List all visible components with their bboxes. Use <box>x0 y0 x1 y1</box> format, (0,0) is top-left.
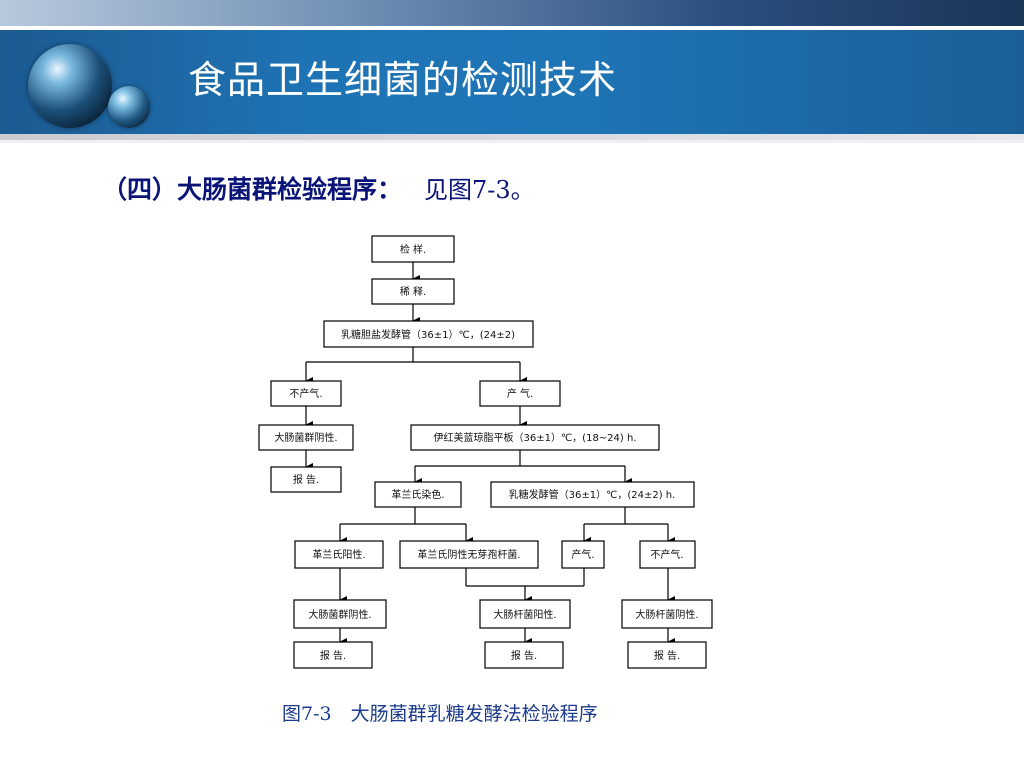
node-ferment1: 乳糖胆盐发酵管（36±1）℃，(24±2) <box>341 328 515 341</box>
small-globe-icon <box>108 86 150 128</box>
top-bar-divider <box>0 26 1024 30</box>
node-gram-stain: 革兰氏染色. <box>391 488 444 501</box>
node-gram-neg: 革兰氏阴性无芽孢杆菌. <box>417 548 520 561</box>
node-report1: 报 告. <box>293 473 319 486</box>
node-box-report3 <box>484 641 564 669</box>
node-box-report1 <box>270 466 342 493</box>
node-report4: 报 告. <box>654 649 680 662</box>
node-box-coliform-neg3 <box>621 599 713 629</box>
node-emb-plate: 伊红美蓝琼脂平板（36±1）℃，(18~24) h. <box>433 431 636 444</box>
node-box-no-gas2 <box>639 540 696 569</box>
node-sample: 检 样. <box>400 243 426 256</box>
banner-stripe-light <box>0 140 1024 143</box>
section-heading: （四）大肠菌群检验程序： 见图7-3。 <box>102 170 535 210</box>
node-box-no-gas1 <box>270 380 342 407</box>
title-banner <box>0 30 1024 134</box>
node-box-ferment2 <box>490 481 695 508</box>
node-report2: 报 告. <box>320 649 346 662</box>
node-box-sample <box>371 235 455 263</box>
node-coliform-pos: 大肠杆菌阳性. <box>493 608 556 621</box>
node-box-ferment1 <box>323 320 534 348</box>
figure-caption: 图7-3 大肠菌群乳糖发酵法检验程序 <box>282 703 598 725</box>
node-ferment2: 乳糖发酵管（36±1）℃，(24±2) h. <box>509 488 676 501</box>
node-no-gas2: 不产气. <box>650 548 683 561</box>
slide-title: 食品卫生细菌的检测技术 <box>188 58 618 102</box>
banner-stripe <box>0 134 1024 140</box>
node-box-gas1 <box>479 380 561 407</box>
section-heading-text: （四）大肠菌群检验程序： <box>102 175 403 204</box>
node-box-coliform-neg1 <box>258 424 354 451</box>
node-box-gram-stain <box>374 481 462 508</box>
flow-nodes <box>258 235 713 669</box>
node-box-coliform-neg2 <box>293 599 387 629</box>
node-box-emb-plate <box>410 424 660 451</box>
node-report3: 报 告. <box>511 649 537 662</box>
node-gram-pos: 革兰氏阳性. <box>312 548 365 561</box>
top-bar <box>0 0 1024 26</box>
flow-connectors <box>305 262 675 646</box>
node-box-report4 <box>627 641 707 669</box>
node-box-gram-neg <box>399 540 539 569</box>
node-gas2: 产气. <box>571 548 594 561</box>
node-box-gram-pos <box>294 540 384 569</box>
node-no-gas1: 不产气. <box>289 387 322 400</box>
node-box-coliform-pos <box>479 599 571 629</box>
node-box-dilute <box>371 278 455 305</box>
figure-reference: 见图7-3。 <box>424 176 535 204</box>
node-box-gas2 <box>561 540 605 569</box>
node-dilute: 稀 释. <box>400 285 426 298</box>
node-coliform-neg3: 大肠杆菌阴性. <box>635 608 698 621</box>
flow-labels: 检 样. 稀 释. 乳糖胆盐发酵管（36±1）℃，(24±2) 不产气. 产 气… <box>274 243 698 662</box>
large-globe-icon <box>28 44 112 128</box>
node-coliform-neg1: 大肠菌群阴性. <box>274 431 337 444</box>
node-box-report2 <box>293 641 373 669</box>
node-coliform-neg2: 大肠菌群阴性. <box>308 608 371 621</box>
node-gas1: 产 气. <box>507 387 533 400</box>
